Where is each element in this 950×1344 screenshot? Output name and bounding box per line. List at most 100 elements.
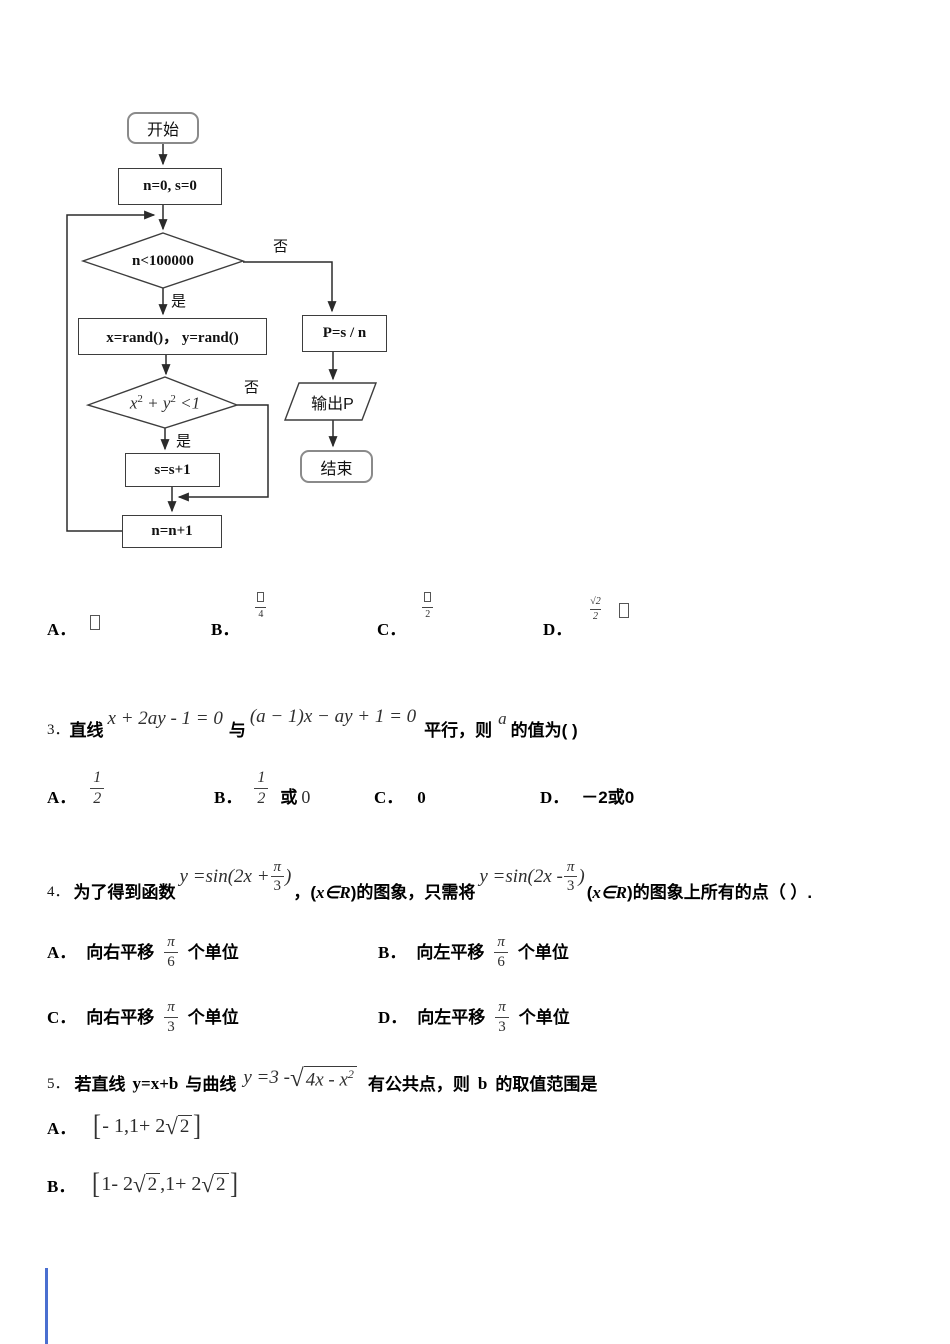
- missing-glyph-box: [90, 615, 101, 630]
- radicand: 2: [145, 1172, 161, 1195]
- open-bracket: [: [92, 1167, 101, 1200]
- p-calc-label: P=s / n: [322, 325, 367, 341]
- q4-mid-text-2: )的图象，只需将: [350, 882, 476, 902]
- q4-post-math: x∈R: [592, 882, 628, 902]
- option-label: A．: [47, 1118, 77, 1138]
- q4-formula-1: y =sin(2x + π 3 ): [180, 859, 292, 896]
- fraction: π 3: [495, 999, 509, 1036]
- fraction-denominator: 4: [255, 606, 267, 621]
- q2-option-a: A．: [47, 588, 101, 640]
- option-label: A．: [47, 942, 77, 962]
- option-label: C．: [47, 1007, 77, 1027]
- q2-option-b: B． 4: [211, 588, 267, 640]
- q4-mid-math: x∈R: [316, 882, 351, 902]
- q3-b-or: 或: [280, 787, 298, 807]
- condition2-formula: x2 + y2 <1: [130, 393, 200, 414]
- q4-post-text-2: )的图象上所有的点（ ）.: [627, 882, 813, 902]
- q4-option-c: C． 向右平移 π 3 个单位: [47, 993, 239, 1043]
- n-increment-label: n=n+1: [151, 523, 193, 539]
- q5-curve-formula: y =3 - √ 4x - x2: [243, 1066, 357, 1091]
- branch-no-label-1: 否: [273, 238, 289, 255]
- fraction-denominator: 6: [164, 952, 178, 971]
- branch-yes-label-1: 是: [171, 293, 187, 310]
- fraction-denominator: 2: [90, 788, 105, 808]
- flowchart-condition1-node: n<100000: [93, 246, 233, 276]
- flowchart-n-increment-node: n=n+1: [122, 515, 222, 548]
- question-number: 3．: [47, 722, 70, 738]
- pi-over-3-fraction: π 3: [563, 858, 578, 896]
- square-root: √ 2: [165, 1113, 193, 1139]
- fraction-numerator: 1: [257, 769, 266, 787]
- fraction-denominator: 2: [254, 788, 269, 808]
- fraction-denominator: 2: [590, 608, 602, 623]
- fraction-numerator: [422, 592, 433, 607]
- option-label: D．: [540, 787, 570, 807]
- option-text: 向右平移: [86, 943, 155, 963]
- cond2-lt-1: <1: [175, 393, 201, 413]
- cond2-plus-y: + y: [142, 393, 171, 413]
- question-number: 4．: [47, 884, 70, 900]
- branch-yes-label-2: 是: [176, 433, 192, 450]
- option-label: D．: [543, 619, 573, 639]
- option-label: C．: [377, 619, 407, 639]
- algorithm-flowchart: 开始 n=0, s=0 n<100000 否 是 x=rand()， y=ran…: [40, 105, 460, 567]
- open-bracket: [: [93, 1109, 102, 1142]
- radical-sign: √: [289, 1065, 304, 1092]
- cond2-sup2: 2: [170, 392, 176, 405]
- q5-option-b: B． [ 1- 2 √ 2 ,1+ 2 √ 2 ]: [47, 1163, 239, 1205]
- flowchart-s-increment-node: s=s+1: [125, 453, 220, 487]
- q3-option-d: D． －2或0: [540, 760, 634, 808]
- option-label: C．: [374, 787, 404, 807]
- q2-option-d: D． √2 2: [543, 588, 629, 640]
- q3-d-value: －2或0: [581, 787, 635, 807]
- close-bracket: ]: [229, 1167, 238, 1200]
- option-text: 个单位: [187, 1008, 239, 1028]
- fraction: π 6: [164, 934, 178, 971]
- blue-cursor-line: [45, 1268, 48, 1344]
- question-number: 5．: [47, 1076, 70, 1092]
- q4-mid-text-1: ，(: [293, 882, 317, 902]
- fraction-numerator: [255, 592, 266, 607]
- formula-head: y =3 -: [243, 1067, 290, 1089]
- radical-sign: √: [133, 1171, 146, 1197]
- q4-formula-2: y =sin(2x - π 3 ): [479, 858, 584, 896]
- flowchart-end-node: 结束: [300, 450, 373, 483]
- q5-post-text-1: 有公共点，则: [367, 1074, 470, 1094]
- q3-option-c: C． 0: [374, 760, 426, 808]
- option-label: B．: [47, 1176, 76, 1196]
- radicand: 2: [177, 1114, 193, 1137]
- pi-over-3-fraction: π 3: [270, 859, 285, 896]
- flowchart-connectors: [66, 144, 378, 532]
- q3-equation-2: (a − 1)x − ay + 1 = 0: [249, 706, 417, 728]
- q5-option-a: A． [ - 1,1+ 2 √ 2 ]: [47, 1105, 202, 1147]
- q3-option-b: B． 1 2 或 0: [214, 760, 310, 808]
- interval-text: - 1,1+ 2: [102, 1114, 166, 1137]
- radicand: 4x - x2: [303, 1066, 357, 1090]
- radical-sign: √: [165, 1113, 178, 1139]
- fraction-denominator: 3: [270, 876, 285, 895]
- flowchart-output-node: 输出P: [290, 388, 375, 416]
- option-text: 个单位: [187, 943, 239, 963]
- fraction-denominator: 3: [563, 876, 578, 895]
- option-text: 个单位: [518, 1008, 570, 1028]
- option-label: A．: [47, 619, 77, 639]
- fraction-numerator: π: [497, 934, 505, 951]
- q4-stem: 4． 为了得到函数 y =sin(2x + π 3 ) ，( x∈R )的图象，…: [47, 845, 812, 903]
- close-bracket: ]: [193, 1109, 202, 1142]
- q5-pre-text-1: 若直线: [74, 1074, 126, 1094]
- q3-variable-a: a: [498, 709, 507, 729]
- s-increment-label: s=s+1: [154, 461, 191, 478]
- option-text: 向右平移: [86, 1008, 155, 1028]
- radicand-sup: 2: [347, 1067, 354, 1081]
- flowchart-condition2-node: x2 + y2 <1: [98, 389, 232, 417]
- q3-b-zero: 0: [301, 787, 311, 808]
- fraction-numerator: π: [167, 999, 175, 1016]
- fraction-denominator: 6: [494, 952, 508, 971]
- flowchart-init-node: n=0, s=0: [118, 168, 222, 205]
- square-root: √ 4x - x2: [290, 1066, 357, 1091]
- fraction-numerator: π: [566, 858, 575, 875]
- option-label: B．: [211, 619, 240, 639]
- fraction: √2 2: [588, 596, 603, 623]
- end-label: 结束: [320, 460, 353, 478]
